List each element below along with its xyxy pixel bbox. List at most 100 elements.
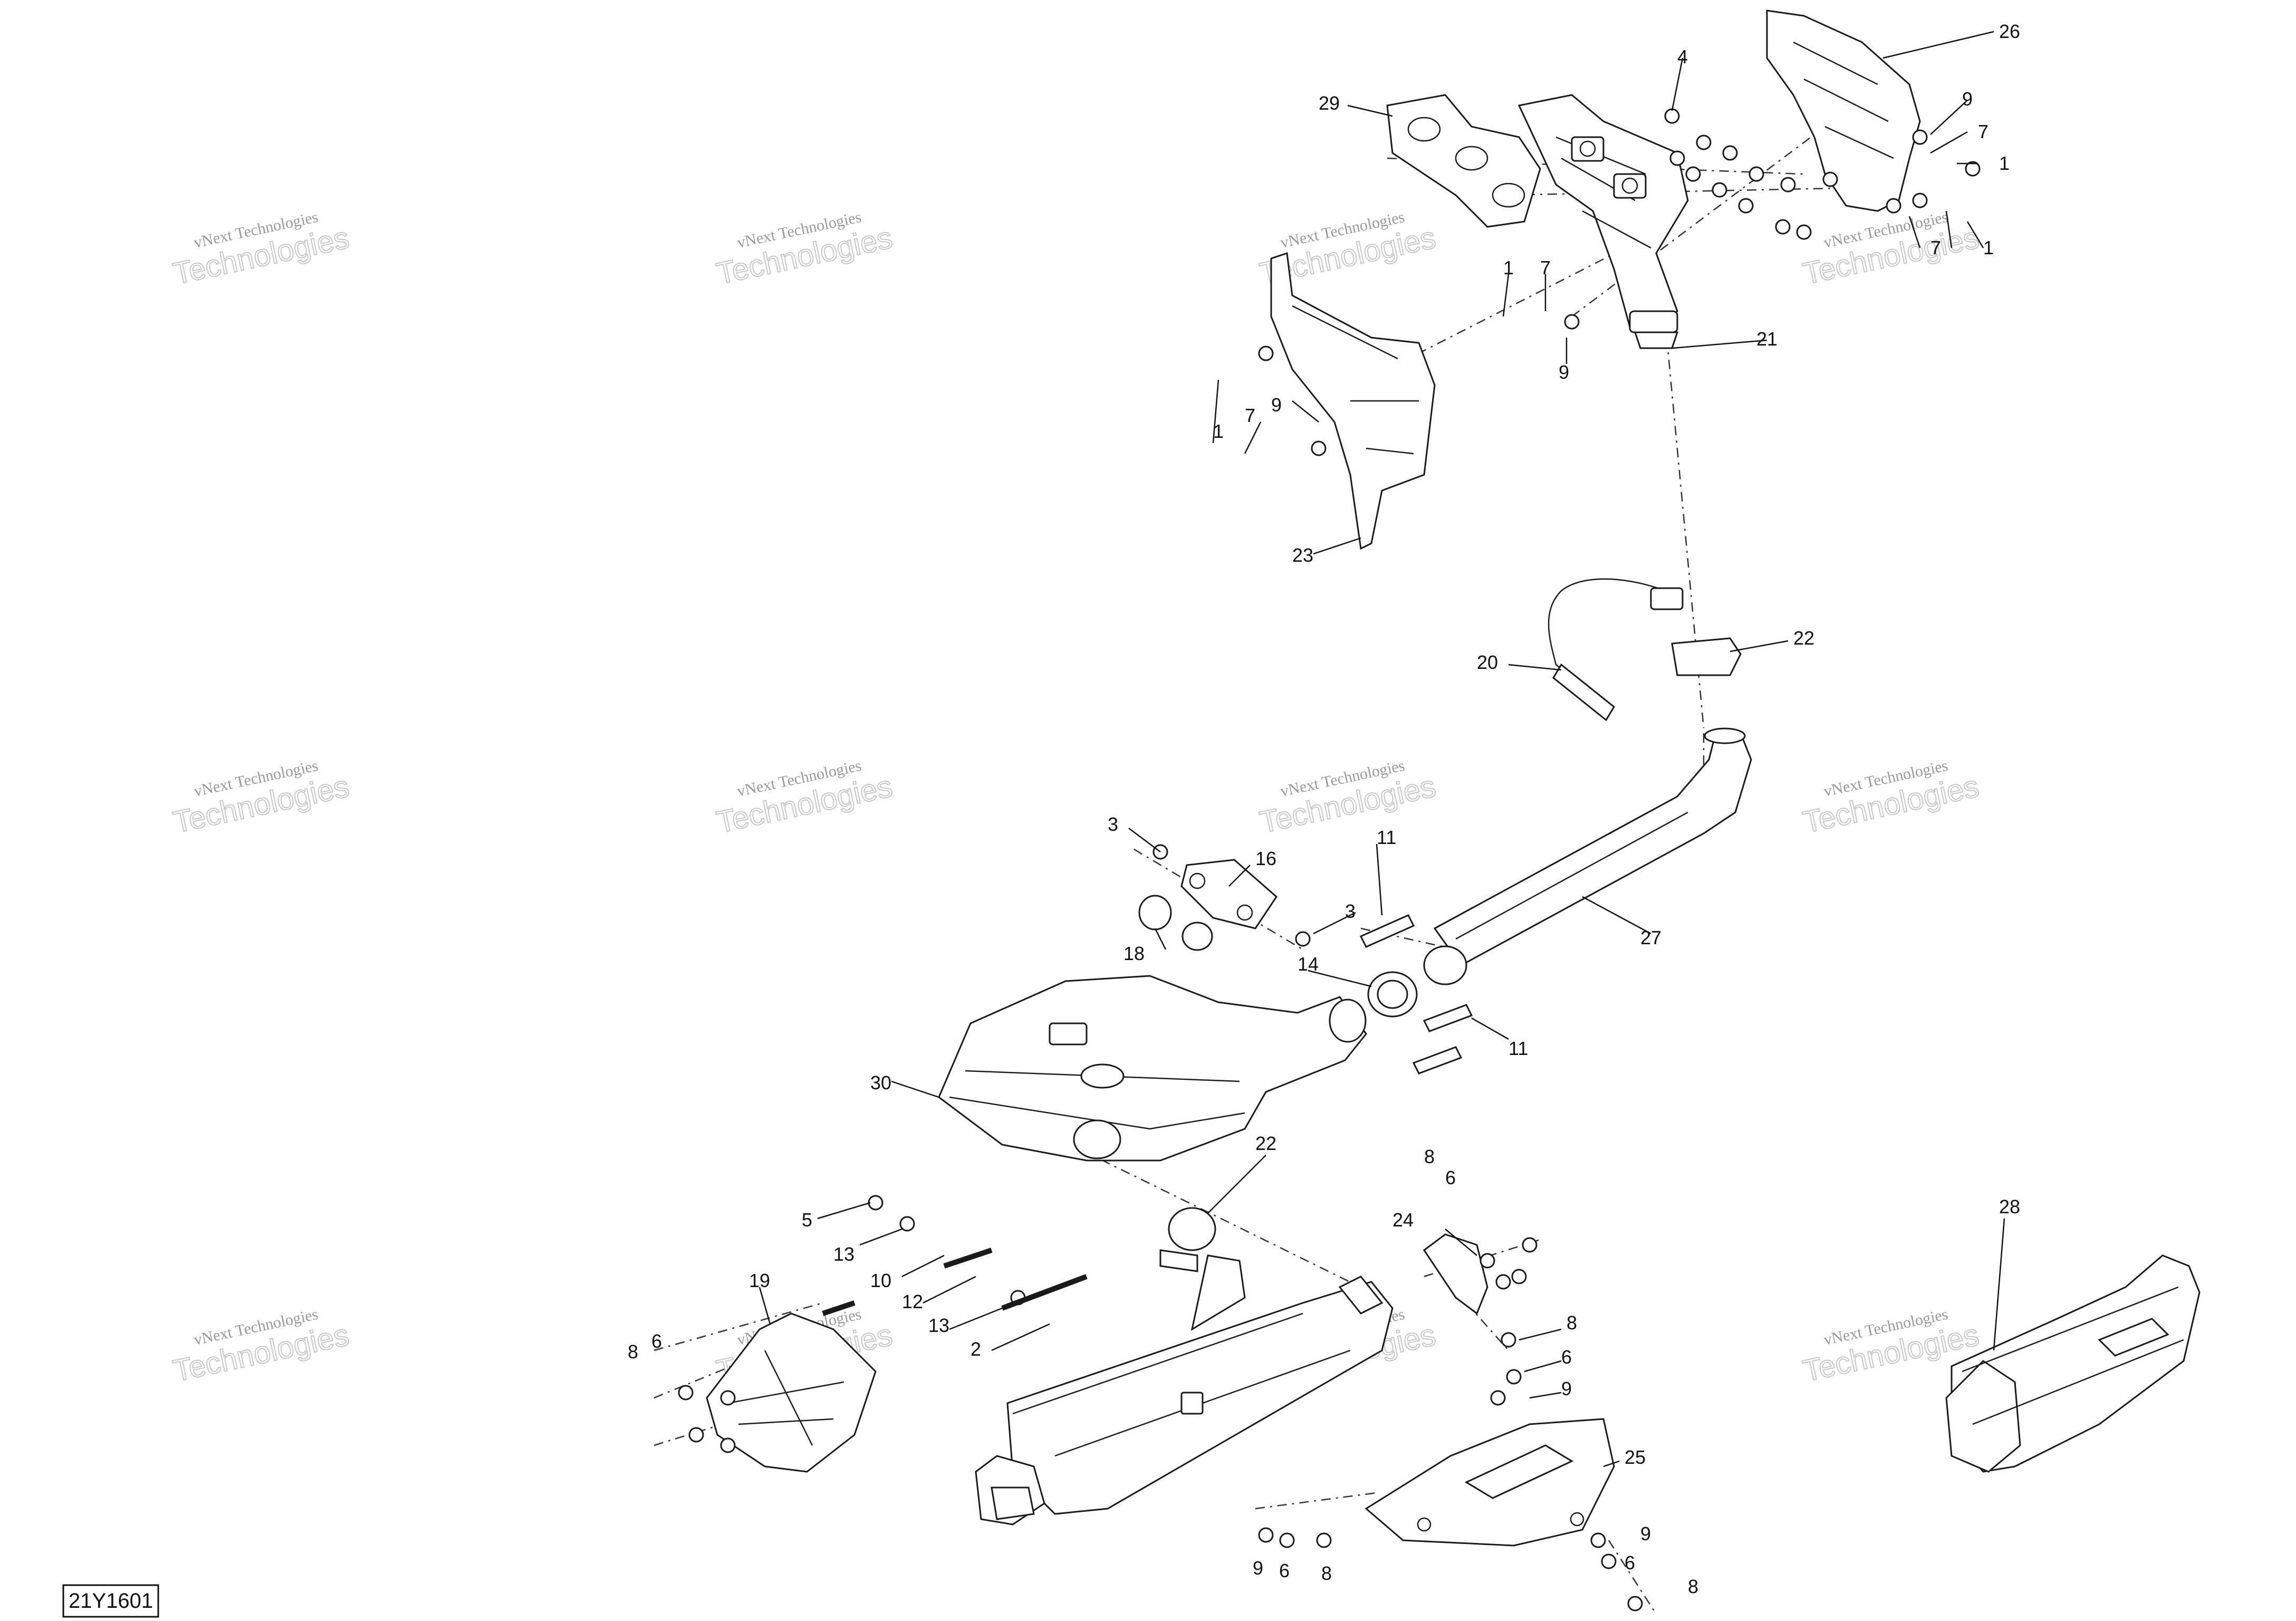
callout-13-bot: 13 xyxy=(928,1315,949,1336)
callout-29: 29 xyxy=(1319,92,1340,114)
fastener xyxy=(1775,219,1791,235)
callout-8-mid: 8 xyxy=(1567,1312,1577,1334)
callout-28: 28 xyxy=(1999,1196,2020,1217)
callout-19: 19 xyxy=(749,1270,770,1291)
leader-lines xyxy=(758,31,2005,1467)
fastener xyxy=(1912,193,1928,208)
bolt xyxy=(1001,1274,1088,1311)
callout-24: 24 xyxy=(1392,1209,1414,1231)
fastener xyxy=(868,1195,883,1211)
callout-7-tr2: 7 xyxy=(1930,237,1941,258)
fastener xyxy=(1316,1532,1332,1548)
fastener xyxy=(1822,171,1838,187)
fastener xyxy=(1886,198,1901,214)
fastener xyxy=(1796,224,1812,240)
callout-20: 20 xyxy=(1477,651,1498,673)
callout-8-shield: 8 xyxy=(1424,1146,1435,1167)
callout-9-mid2: 9 xyxy=(1561,1378,1572,1399)
fastener xyxy=(688,1427,704,1443)
callout-11-bot: 11 xyxy=(1509,1038,1528,1059)
fastener xyxy=(1495,1274,1511,1290)
pipe-gasket-ring xyxy=(1367,971,1418,1018)
fastener xyxy=(1564,314,1580,330)
fastener xyxy=(899,1216,915,1232)
callout-9-br: 9 xyxy=(1640,1523,1651,1545)
fastener xyxy=(1780,177,1796,193)
callout-21: 21 xyxy=(1756,328,1778,350)
callout-7-tr: 7 xyxy=(1978,121,1988,142)
fastener xyxy=(1258,1527,1274,1543)
callout-25: 25 xyxy=(1625,1446,1646,1468)
callout-11-top: 11 xyxy=(1377,827,1396,848)
callout-30: 30 xyxy=(870,1072,891,1094)
end-cap xyxy=(706,1312,877,1473)
callout-6-bot: 6 xyxy=(1279,1560,1290,1581)
fastener xyxy=(720,1437,736,1453)
fastener xyxy=(1311,440,1327,456)
fastener xyxy=(1490,1390,1506,1406)
muffler-bracket xyxy=(1138,859,1277,951)
fastener xyxy=(1522,1237,1538,1253)
bolt xyxy=(822,1300,856,1316)
fastener xyxy=(1258,346,1274,361)
callout-labels: 26 4 29 9 7 1 7 1 1 7 9 21 9 7 1 23 22 2… xyxy=(628,21,2020,1597)
diagram-code-text: 21Y1601 xyxy=(69,1589,153,1613)
callout-8-cap: 8 xyxy=(628,1341,638,1363)
fastener xyxy=(1722,145,1738,161)
bolt xyxy=(943,1248,993,1269)
callout-8-bot: 8 xyxy=(1321,1562,1332,1584)
fastener xyxy=(1501,1332,1516,1348)
fastener xyxy=(1295,931,1311,947)
fastener xyxy=(1669,150,1685,166)
fastener xyxy=(1696,135,1712,150)
manifold-gasket xyxy=(1386,94,1541,228)
callout-4-top: 4 xyxy=(1677,46,1688,68)
callout-6-mid: 6 xyxy=(1561,1346,1572,1368)
callout-22-top: 22 xyxy=(1793,627,1814,649)
callout-6-br: 6 xyxy=(1625,1552,1635,1574)
fastener xyxy=(1965,161,1981,177)
fastener xyxy=(1511,1269,1527,1284)
callout-6-cap: 6 xyxy=(651,1330,662,1352)
fastener xyxy=(1749,166,1764,182)
callout-9-mid: 9 xyxy=(1559,361,1569,383)
callout-10: 10 xyxy=(870,1270,891,1291)
fastener xyxy=(1480,1253,1495,1269)
callout-16: 16 xyxy=(1255,848,1276,869)
fastener xyxy=(1712,182,1727,198)
fastener xyxy=(1279,1532,1295,1548)
callout-1-left: 1 xyxy=(1213,420,1224,442)
callout-3-mid: 3 xyxy=(1345,900,1356,922)
springs xyxy=(1359,914,1473,1075)
callout-23: 23 xyxy=(1292,544,1313,566)
fastener xyxy=(1738,198,1754,214)
fastener xyxy=(678,1385,694,1401)
callout-14: 14 xyxy=(1298,953,1319,975)
callout-5: 5 xyxy=(802,1209,812,1231)
exhaust-manifold xyxy=(1517,94,1689,349)
callout-9-bot: 9 xyxy=(1253,1557,1263,1579)
heat-shield-left xyxy=(1270,252,1436,550)
callout-1-tr: 1 xyxy=(1999,152,2010,174)
silencer xyxy=(975,1254,1394,1526)
callout-7-mid: 7 xyxy=(1540,257,1551,279)
fastener xyxy=(1506,1369,1522,1385)
fastener xyxy=(1685,166,1701,182)
fastener xyxy=(720,1390,736,1406)
callout-12: 12 xyxy=(902,1291,923,1312)
callout-1-tr2: 1 xyxy=(1983,237,1994,258)
diagram-code: 21Y1601 xyxy=(62,1584,159,1618)
callout-8-br: 8 xyxy=(1688,1576,1698,1597)
lower-clamp xyxy=(1159,1207,1216,1272)
muffler-catalyst xyxy=(938,975,1367,1162)
callout-1-mid: 1 xyxy=(1503,257,1514,279)
callout-27: 27 xyxy=(1640,927,1661,948)
callout-18: 18 xyxy=(1123,943,1145,964)
